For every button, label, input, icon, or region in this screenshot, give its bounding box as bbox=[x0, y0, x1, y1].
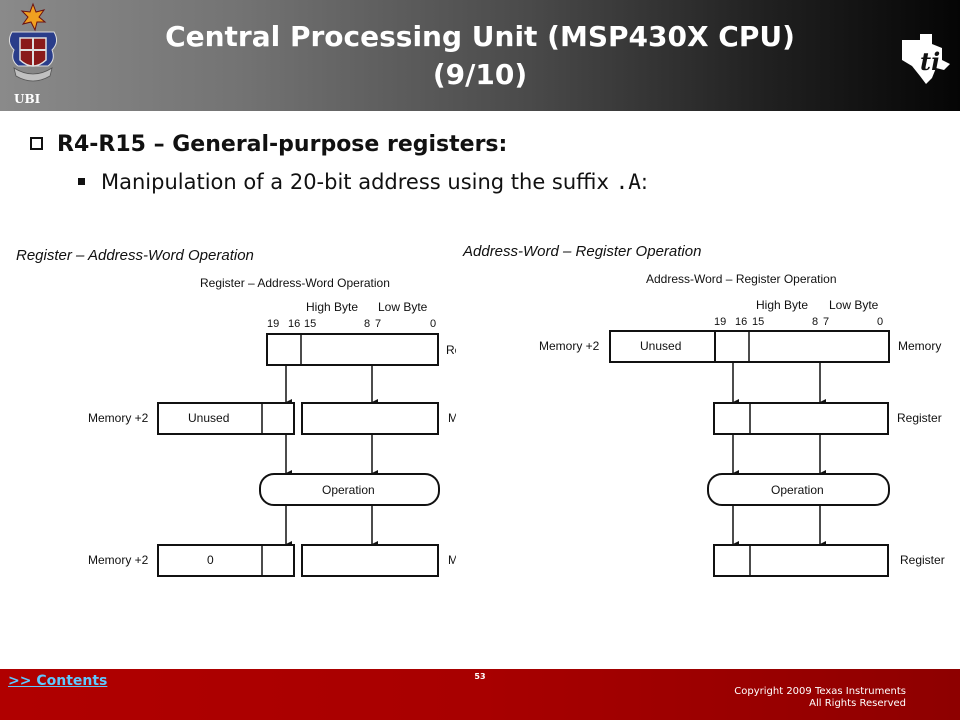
slide-header bbox=[0, 0, 960, 111]
slide-title: Central Processing Unit (MSP430X CPU) (9… bbox=[80, 18, 880, 94]
left-diagram-subtitle: Register – Address-Word Operation bbox=[200, 276, 390, 290]
bullet2-text: Manipulation of a 20-bit address using t… bbox=[101, 170, 616, 194]
right-diagram-heading: Address-Word – Register Operation bbox=[462, 243, 701, 260]
right-row1-unused-cell bbox=[609, 330, 716, 363]
bullet1-text: R4-R15 – General-purpose registers: bbox=[57, 132, 508, 157]
right-high-byte-label: High Byte bbox=[756, 298, 808, 312]
square-bullet-icon bbox=[78, 178, 85, 185]
copyright-line1: Copyright 2009 Texas Instruments bbox=[734, 686, 906, 697]
right-diagram-subtitle: Address-Word – Register Operation bbox=[646, 272, 837, 286]
right-bit-0: 0 bbox=[877, 316, 883, 328]
left-bit-16: 16 bbox=[288, 318, 300, 330]
left-high-byte-label: High Byte bbox=[306, 300, 358, 314]
right-row2-label: Register bbox=[897, 411, 942, 425]
bullet2-code-suffix: .A bbox=[615, 170, 641, 194]
left-diagram-heading: Register – Address-Word Operation bbox=[16, 247, 254, 264]
bullet-address-manipulation: Manipulation of a 20-bit address using t… bbox=[78, 170, 648, 194]
left-low-byte-label: Low Byte bbox=[378, 300, 428, 314]
right-row2-register bbox=[713, 402, 889, 435]
left-bit-8: 8 bbox=[364, 318, 370, 330]
checkbox-bullet-icon bbox=[30, 137, 43, 150]
left-row3-zero-cell bbox=[157, 544, 295, 577]
right-row1-register-word bbox=[714, 330, 890, 363]
left-row2-unused-cell bbox=[157, 402, 295, 435]
right-row1-unused-text: Unused bbox=[640, 339, 681, 353]
left-operation-box bbox=[259, 473, 440, 506]
right-bit-7: 7 bbox=[823, 316, 829, 328]
copyright-line2: All Rights Reserved bbox=[809, 698, 906, 709]
left-row3-memory-word bbox=[301, 544, 439, 577]
right-row1-memory-label: Memory +2 bbox=[539, 339, 600, 353]
texas-instruments-logo-icon: ti bbox=[902, 34, 950, 84]
left-row2-memory-word bbox=[301, 402, 439, 435]
slide-title-line2: (9/10) bbox=[432, 58, 528, 91]
svg-text:ti: ti bbox=[920, 47, 940, 76]
address-word-operation-diagram: Register – Address-Word Operation Regist… bbox=[16, 228, 945, 598]
slide-title-line1: Central Processing Unit (MSP430X CPU) bbox=[165, 20, 795, 53]
right-operation-text: Operation bbox=[771, 483, 824, 497]
right-row1-right-label: Memory bbox=[898, 339, 941, 353]
left-row2-right-label: M bbox=[448, 411, 458, 425]
contents-link[interactable]: >> Contents bbox=[8, 673, 108, 689]
ubi-logo-text: UBI bbox=[14, 92, 41, 106]
left-row3-right-label: M bbox=[448, 553, 458, 567]
left-bit-15: 15 bbox=[304, 318, 316, 330]
slide-footer bbox=[0, 669, 960, 720]
right-bit-15: 15 bbox=[752, 316, 764, 328]
right-bit-16: 16 bbox=[735, 316, 747, 328]
bullet2-colon: : bbox=[640, 170, 648, 194]
right-operation-box bbox=[707, 473, 890, 506]
left-bit-0: 0 bbox=[430, 318, 436, 330]
left-row3-zero-text: 0 bbox=[207, 553, 214, 567]
page-number: 53 bbox=[474, 672, 486, 681]
right-bit-19: 19 bbox=[714, 316, 726, 328]
copyright-notice: Copyright 2009 Texas Instruments All Rig… bbox=[734, 686, 906, 710]
left-row2-unused-text: Unused bbox=[188, 411, 229, 425]
bullet-general-purpose-registers: R4-R15 – General-purpose registers: bbox=[30, 132, 507, 157]
right-low-byte-label: Low Byte bbox=[829, 298, 879, 312]
right-row3-label: Register bbox=[900, 553, 945, 567]
left-row2-memory-label: Memory +2 bbox=[88, 411, 149, 425]
left-row1-register bbox=[266, 333, 439, 366]
left-operation-text: Operation bbox=[322, 483, 375, 497]
ubi-crest-icon bbox=[8, 2, 58, 82]
left-row3-memory-label: Memory +2 bbox=[88, 553, 149, 567]
right-row3-register bbox=[713, 544, 889, 577]
left-bit-19: 19 bbox=[267, 318, 279, 330]
right-bit-8: 8 bbox=[812, 316, 818, 328]
left-bit-7: 7 bbox=[375, 318, 381, 330]
